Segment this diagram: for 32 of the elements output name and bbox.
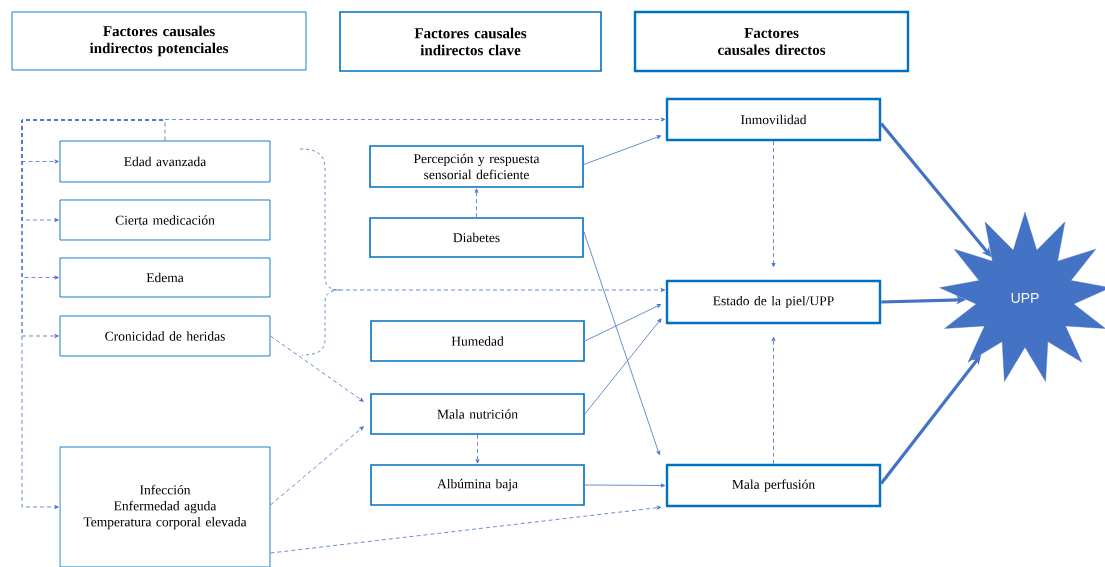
arrow xyxy=(331,288,666,292)
arrow xyxy=(584,304,662,342)
factor-box: Edema xyxy=(59,257,271,298)
arrow xyxy=(583,135,662,165)
arrow xyxy=(584,483,666,488)
factor-box: Estado de la piel/UPP xyxy=(665,279,882,325)
arrow xyxy=(771,336,776,465)
factor-box: Inmovilidad xyxy=(665,97,882,142)
arrow xyxy=(270,505,662,554)
factor-box: Diabetes xyxy=(369,217,584,258)
factor-box: Cierta medicación xyxy=(59,199,271,241)
factor-box: Albúmina baja xyxy=(370,464,585,506)
arrow xyxy=(164,117,666,141)
arrow xyxy=(270,335,364,402)
factor-box: Cronicidad de heridas xyxy=(59,315,271,357)
header-box: Factores causales directos xyxy=(633,10,910,73)
arrow xyxy=(771,140,776,268)
factor-box: Edad avanzada xyxy=(59,140,271,183)
header-box: Factores causales indirectos potenciales xyxy=(11,11,307,71)
factor-box: Mala perfusión xyxy=(665,463,882,508)
factor-box: Infección Enfermedad aguda Temperatura corporal elevada xyxy=(59,446,271,567)
arrow xyxy=(584,318,662,415)
arrow xyxy=(475,434,480,464)
star-burst: UPP xyxy=(939,211,1105,382)
header-box: Factores causales indirectos clave xyxy=(339,11,602,72)
arrow xyxy=(474,188,479,218)
arrow xyxy=(583,231,661,456)
factor-box: Humedad xyxy=(370,320,585,362)
factor-box: Percepción y respuesta sensorial deficiente xyxy=(369,145,584,188)
factor-box: Mala nutrición xyxy=(370,393,585,435)
arrow xyxy=(270,426,364,506)
arrow xyxy=(21,119,164,509)
